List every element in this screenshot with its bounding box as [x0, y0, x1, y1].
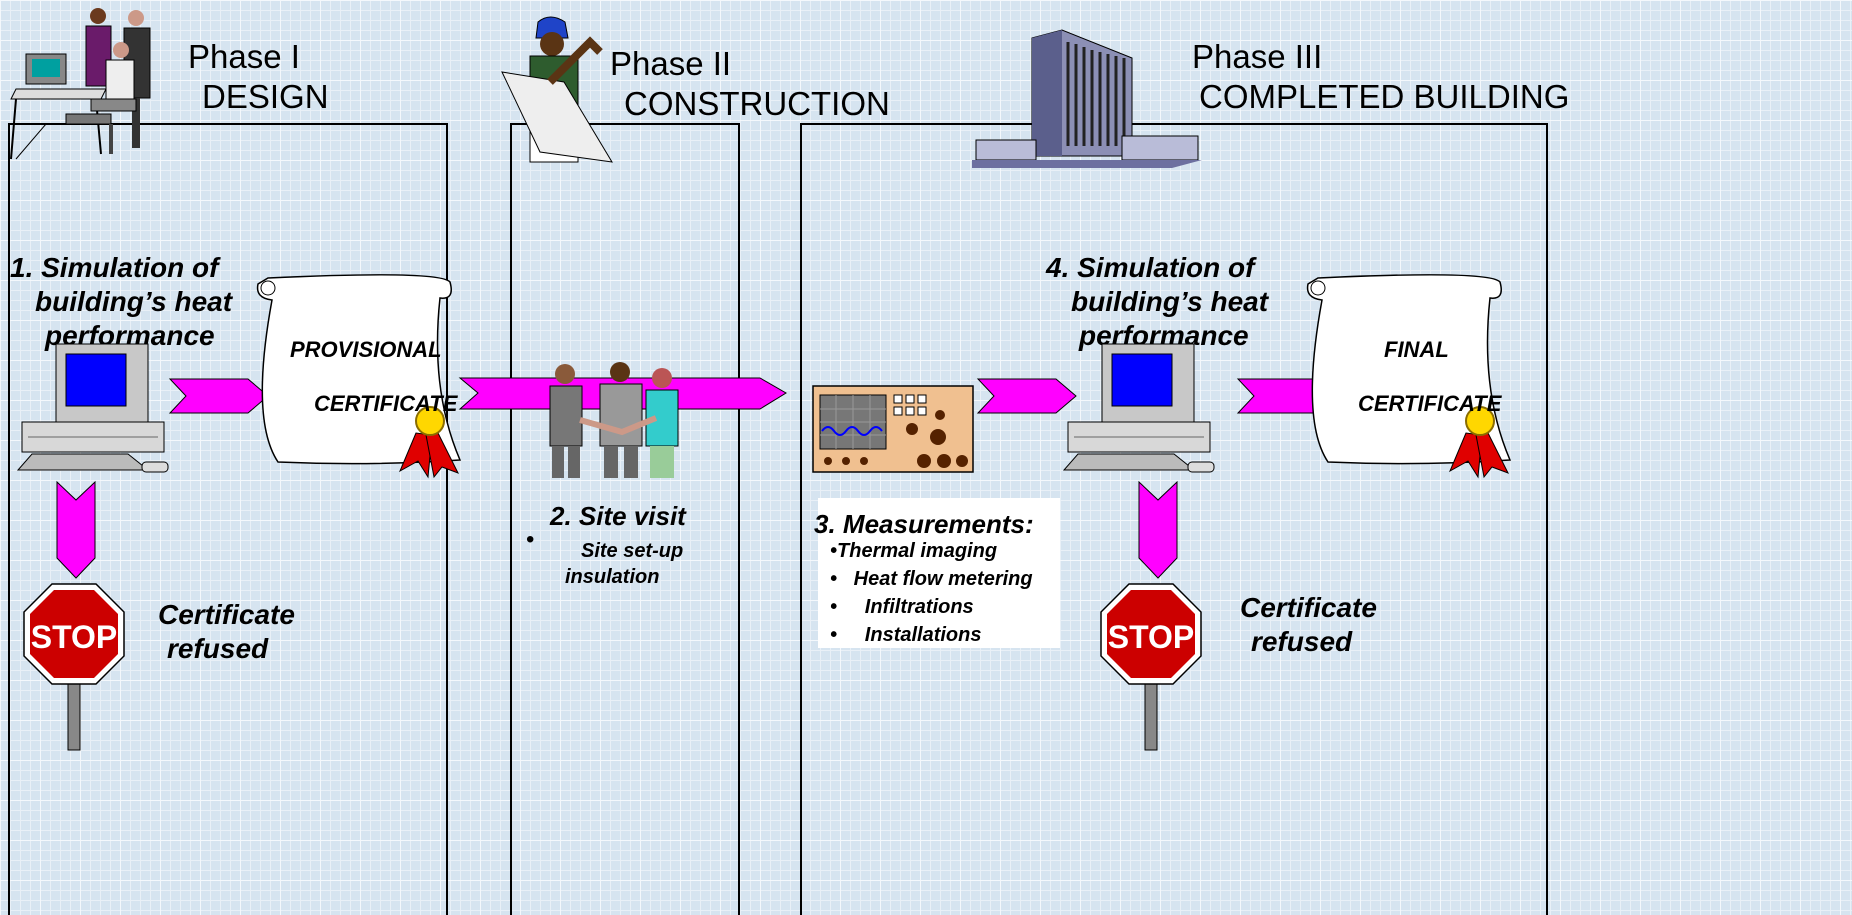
stop-sign-icon-2: STOP — [1100, 583, 1202, 751]
arrow-down-1 — [56, 480, 96, 579]
completed-building-icon — [972, 29, 1202, 168]
final-certificate-text: FINAL CERTIFICATE — [1358, 337, 1502, 416]
arrow-right-1 — [168, 378, 269, 414]
phase-3-box — [800, 123, 1548, 915]
stop-sign-text-2: STOP — [1108, 619, 1195, 655]
arrow-down-2 — [1138, 480, 1178, 579]
step-1-text: 1. Simulation of building’s heat perform… — [10, 252, 233, 351]
provisional-certificate-text: PROVISIONAL CERTIFICATE — [290, 337, 458, 416]
step-3-item: • Heat flow metering — [830, 568, 1033, 590]
step-3-item: •Thermal imaging — [830, 540, 998, 562]
phase-2-box — [510, 123, 740, 915]
design-team-icon — [10, 8, 151, 160]
provisional-certificate-seal — [398, 406, 460, 479]
provisional-certificate-scroll — [256, 274, 462, 465]
final-certificate-scroll — [1306, 274, 1512, 465]
step-3-title: 3. Measurements: — [814, 509, 1034, 539]
stop-sign-icon-1: STOP — [23, 583, 125, 751]
step-3-item: • Infiltrations — [830, 596, 974, 618]
phase-3-label: Phase III COMPLETED BUILDING — [1192, 38, 1570, 115]
computer-icon-1 — [16, 343, 169, 473]
phase-2-label: Phase II CONSTRUCTION — [610, 45, 890, 122]
computer-icon-2 — [1062, 343, 1215, 473]
step-2-bullet: Site set-up insulation — [565, 540, 684, 588]
refused-text-left: Certificate refused — [158, 599, 295, 664]
phase-1-box — [8, 123, 448, 915]
construction-worker-icon — [501, 16, 613, 163]
measuring-instrument-icon — [812, 385, 974, 473]
step-2-bullet-icon: • — [526, 526, 535, 553]
step-2-title: 2. Site visit — [550, 501, 686, 531]
final-certificate-seal — [1448, 406, 1510, 479]
stop-sign-text-1: STOP — [31, 619, 118, 655]
step-3-panel — [818, 498, 1060, 648]
step-3-list: •Thermal imaging • Heat flow metering • … — [830, 537, 1033, 649]
step-3-item: • Installations — [830, 624, 982, 646]
handshake-people-icon — [549, 362, 679, 478]
arrow-right-2 — [976, 378, 1077, 414]
refused-text-right: Certificate refused — [1240, 592, 1377, 657]
step-4-text: 4. Simulation of building’s heat perform… — [1046, 252, 1269, 351]
phase-1-label: Phase I DESIGN — [188, 38, 329, 115]
